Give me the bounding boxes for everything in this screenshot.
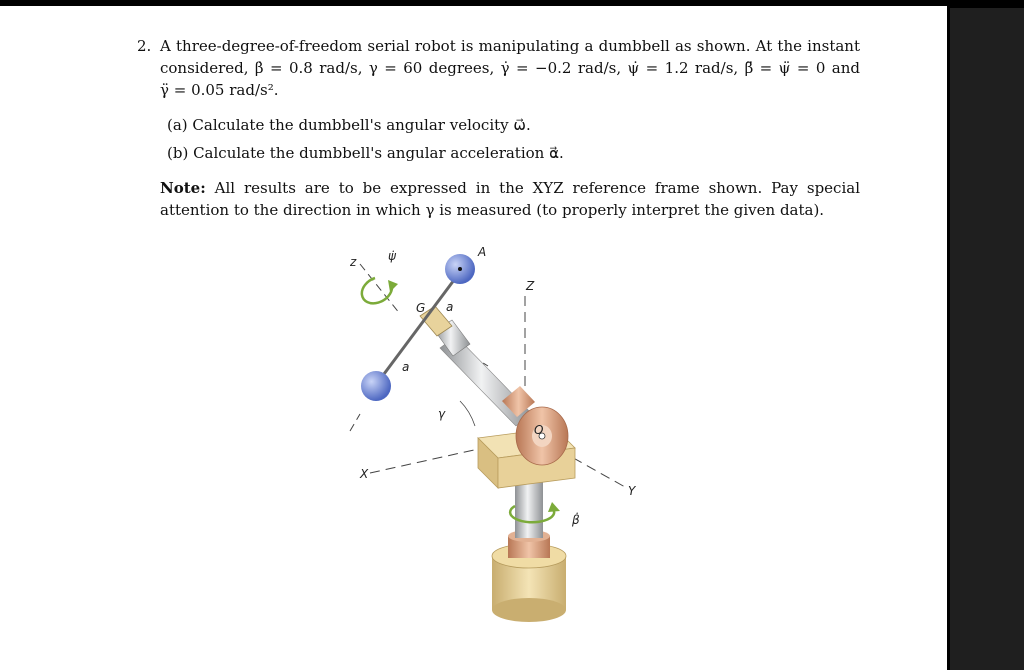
label-gamma: γ bbox=[438, 407, 446, 421]
label-a-lower: a bbox=[402, 360, 409, 374]
origin-point bbox=[538, 432, 546, 440]
label-O: O bbox=[534, 423, 543, 437]
label-beta-dot: β̇ bbox=[571, 512, 580, 527]
upper-arm bbox=[419, 305, 535, 427]
part-a: (a) Calculate the dumbbell's angular vel… bbox=[167, 116, 531, 134]
psi-arrowhead bbox=[388, 280, 398, 292]
label-Z: Z bbox=[525, 279, 535, 293]
label-A: A bbox=[477, 245, 486, 259]
label-psi-dot: ψ̇ bbox=[388, 249, 397, 263]
dark-side-panel bbox=[950, 8, 1024, 670]
gamma-arc bbox=[459, 400, 476, 427]
dumbbell-sphere-lower bbox=[361, 371, 391, 401]
base-collar bbox=[508, 536, 550, 558]
label-z: z bbox=[349, 255, 357, 269]
robot-base bbox=[491, 466, 567, 622]
note-text-1: All results are to be expressed in the X… bbox=[214, 179, 860, 197]
dumbbell-z-axis bbox=[359, 263, 401, 315]
beta-arc bbox=[508, 504, 556, 524]
problem-statement-line-3: γ̈ = 0.05 rad/s². bbox=[160, 81, 279, 99]
arm-collar bbox=[502, 386, 535, 417]
label-G: G bbox=[416, 301, 425, 315]
dumbbell-axis-lower bbox=[349, 413, 361, 432]
problem-number: 2. bbox=[137, 37, 152, 55]
robot-dumbbell-figure: z ψ̇ A G a a Z γ O X Y β̇ bbox=[349, 245, 637, 622]
note-line-1: Note: All results are to be expressed in… bbox=[160, 179, 860, 197]
beta-rotation-arrow bbox=[508, 502, 560, 524]
problem-statement-line-2: considered, β̇ = 0.8 rad/s, γ = 60 degre… bbox=[160, 59, 860, 77]
part-b: (b) Calculate the dumbbell's angular acc… bbox=[167, 144, 564, 162]
psi-rotation-arrow bbox=[360, 276, 398, 305]
note-label: Note: bbox=[160, 179, 206, 197]
label-X: X bbox=[359, 467, 369, 481]
problem-statement-line-1: A three-degree-of-freedom serial robot i… bbox=[160, 37, 860, 55]
label-Y: Y bbox=[628, 484, 637, 498]
psi-arc bbox=[360, 276, 394, 305]
beta-arrowhead bbox=[548, 502, 560, 512]
shoulder-joint bbox=[515, 406, 569, 466]
note-line-2: attention to the direction in which γ is… bbox=[160, 201, 825, 219]
dumbbell-bar bbox=[376, 271, 462, 383]
base-bottom bbox=[492, 598, 566, 622]
document-page: 2. A three-degree-of-freedom serial robo… bbox=[0, 6, 947, 670]
sphere-A-center bbox=[458, 267, 462, 271]
label-a-upper: a bbox=[446, 300, 453, 314]
dumbbell bbox=[361, 254, 475, 401]
